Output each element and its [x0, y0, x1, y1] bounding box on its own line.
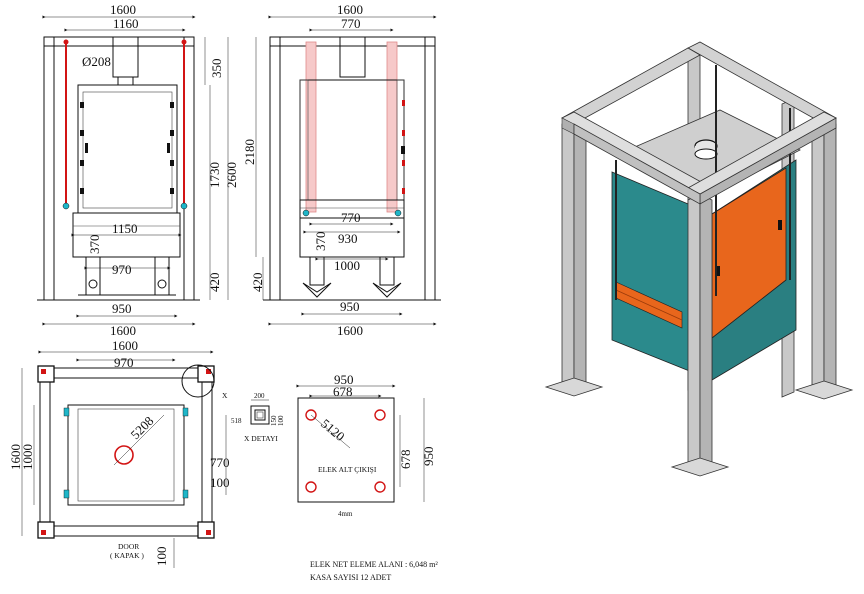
dim-front-2600: 2600: [224, 162, 239, 188]
x-dim-200: 200: [254, 392, 265, 400]
dim-front-1150: 1150: [112, 221, 138, 236]
dim-plan-970: 970: [114, 355, 134, 370]
dim-side-770-top: 770: [341, 16, 361, 31]
dim-front-420: 420: [207, 273, 222, 293]
note-count: KASA SAYISI 12 ADET: [310, 573, 391, 582]
x-dim-150: 150: [270, 415, 278, 426]
plate-dim-950-side: 950: [421, 447, 436, 467]
note-area: ELEK NET ELEME ALANI : 6,048 m²: [310, 560, 438, 569]
dim-plan-bottom-100: 100: [154, 547, 169, 567]
plate-thickness: 4mm: [338, 510, 353, 518]
dim-front-370: 370: [87, 235, 102, 255]
dim-front-970: 970: [112, 262, 132, 277]
dim-side-2180: 2180: [242, 139, 257, 165]
dim-front-inner-width: 1160: [113, 16, 139, 31]
x-detail-title: X DETAYI: [244, 434, 278, 443]
dim-side-930: 930: [338, 231, 358, 246]
dim-front-top-width: 1600: [110, 2, 136, 17]
detail-marker-x: X: [222, 391, 228, 400]
plan-view: 5208 X 1600 970 1600 1000 770 100 100 DO…: [8, 338, 230, 568]
isometric-view: [544, 41, 854, 477]
plate-title: ELEK ALT ÇIKIŞI: [318, 465, 377, 474]
body-clips: [80, 102, 174, 194]
dim-plan-right-100: 100: [210, 475, 230, 490]
x-detail: 200 518 150 100 X DETAYI: [231, 392, 285, 443]
dim-side-top-width: 1600: [337, 2, 363, 17]
x-dim-100: 100: [277, 415, 285, 426]
dim-front-350: 350: [209, 59, 224, 79]
dim-side-bottom-1600: 1600: [337, 323, 363, 338]
plate-dim-678-top: 678: [333, 384, 353, 399]
x-dim-518: 518: [231, 417, 242, 425]
plate-dim-678-side: 678: [398, 450, 413, 470]
dim-plan-1000: 1000: [20, 444, 35, 470]
dim-plan-left-1600: 1600: [8, 444, 23, 470]
dim-side-370: 370: [313, 232, 328, 252]
door-label: DOOR: [118, 542, 139, 551]
dim-plan-diag: 5208: [128, 413, 157, 442]
dim-plan-top-1600: 1600: [112, 338, 138, 353]
front-view: 1600 1160 Ø208 350 1730 2600 1150 370 97…: [37, 2, 239, 338]
dim-side-1000: 1000: [334, 258, 360, 273]
plate-dim-diag: 5120: [318, 416, 348, 444]
dim-pipe-diameter: Ø208: [82, 54, 111, 69]
outlet-plate: 5120 950 678 678 950 ELEK ALT ÇIKIŞI 4mm: [296, 372, 436, 518]
dim-side-420: 420: [250, 273, 265, 293]
notes: ELEK NET ELEME ALANI : 6,048 m² KASA SAY…: [310, 560, 438, 582]
dim-front-bottom-1600: 1600: [110, 323, 136, 338]
dim-side-950: 950: [340, 299, 360, 314]
dim-front-1730: 1730: [207, 162, 222, 188]
plate-dim-950-top: 950: [334, 372, 354, 387]
door-sublabel: ( KAPAK ): [110, 551, 144, 560]
dim-plan-770: 770: [210, 455, 230, 470]
dim-side-770-lower: 770: [341, 210, 361, 225]
side-view: 1600 770 2180 770 930 370 1000 420 950 1…: [242, 2, 441, 338]
dim-front-950: 950: [112, 301, 132, 316]
